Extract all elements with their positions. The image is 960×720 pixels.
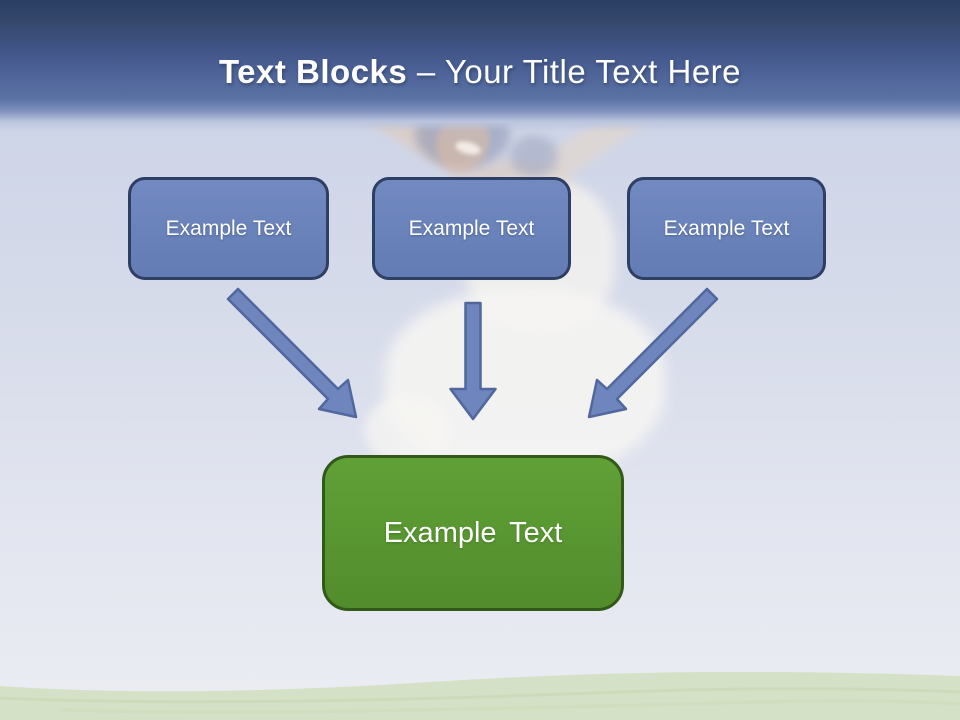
slide-title-bold: Text Blocks [218, 53, 408, 90]
text-block-2[interactable]: Example Text [372, 177, 571, 280]
text-block-3[interactable]: Example Text [627, 177, 826, 280]
slide-title: Text Blocks – Your Title Text Here [0, 53, 960, 91]
grass-footer [0, 671, 960, 720]
photo-white-cloth [365, 395, 450, 465]
text-block-3-label: Example Text [663, 216, 790, 240]
photo-hair-side [510, 135, 558, 177]
text-block-2-label: Example Text [408, 216, 535, 240]
result-block-label: Example Text [383, 516, 563, 549]
title-band [0, 0, 960, 132]
slide-title-regular: – Your Title Text Here [407, 53, 742, 90]
text-block-1-label: Example Text [165, 216, 292, 240]
result-block[interactable]: Example Text [322, 455, 624, 611]
text-block-1[interactable]: Example Text [128, 177, 329, 280]
